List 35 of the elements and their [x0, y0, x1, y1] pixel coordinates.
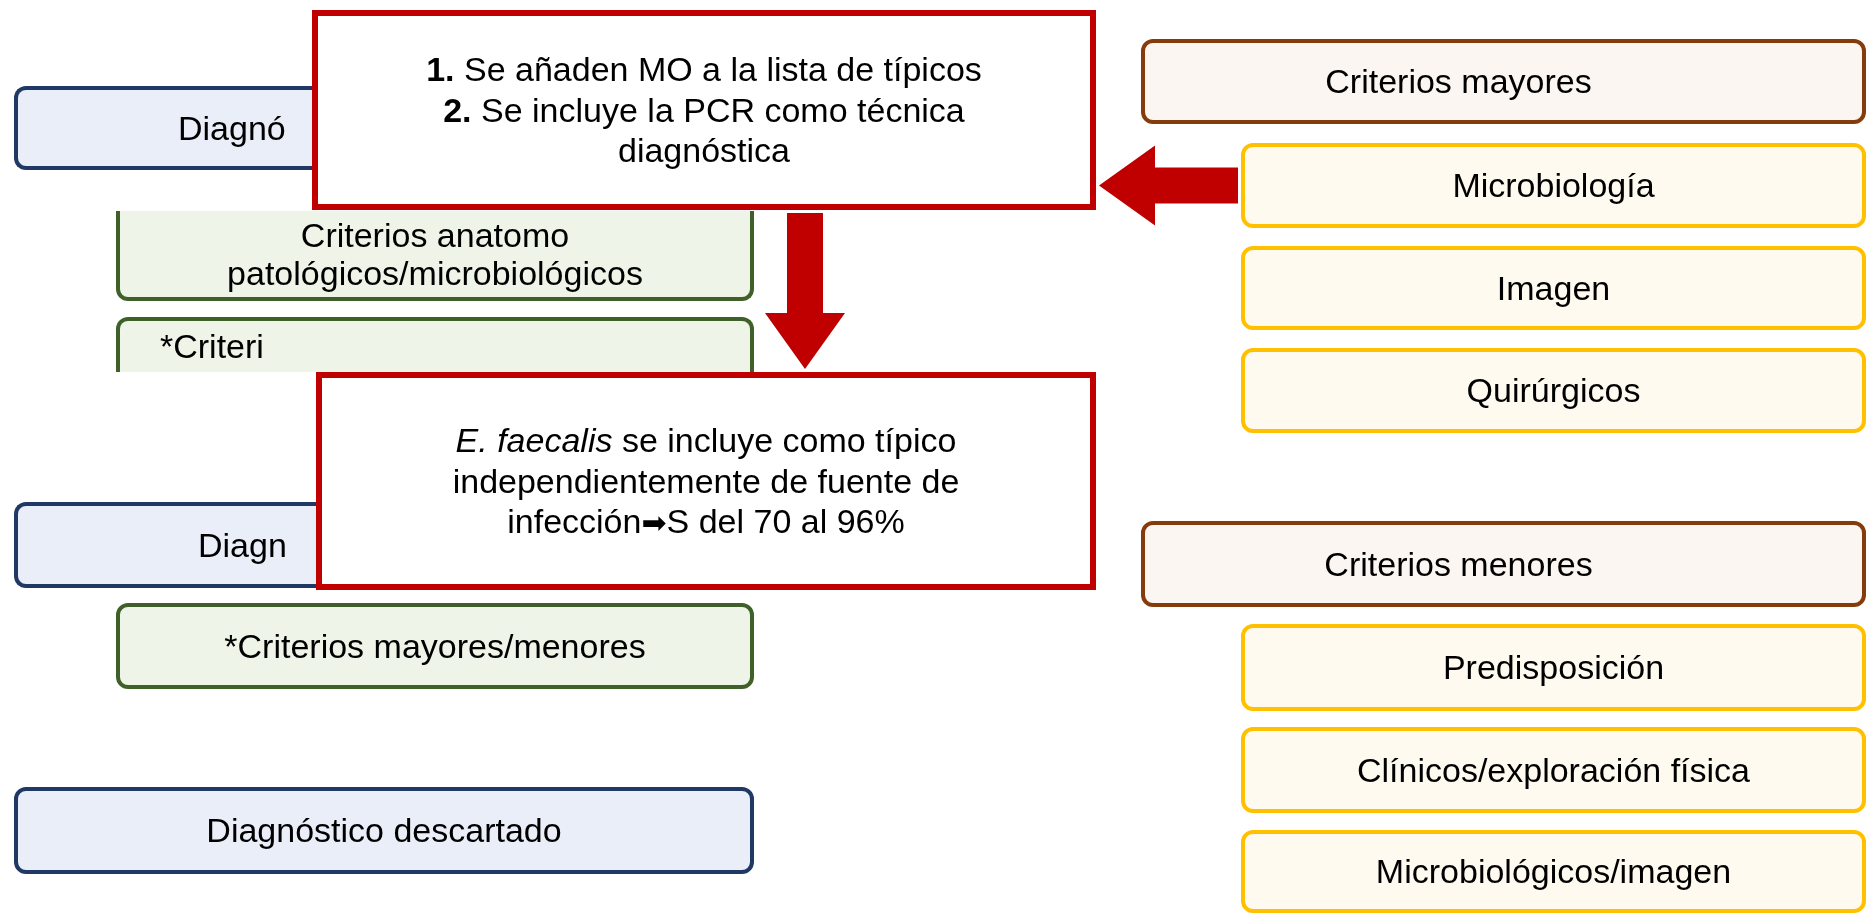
category-box [1141, 39, 1866, 124]
box-label: Predisposición [1442, 647, 1665, 688]
box-label: Diagnó [178, 107, 286, 149]
box-label: Microbiológicos/imagen [1375, 851, 1732, 892]
note-box [312, 10, 1096, 210]
criteria-box [116, 211, 754, 301]
box-label: *Criterios mayores/menores [224, 625, 646, 667]
box-label: Criterios mayores [1325, 61, 1592, 102]
criterion-box [1241, 727, 1866, 813]
criterion-box [1241, 348, 1866, 433]
box-label: Imagen [1496, 267, 1611, 309]
diagnosis-box [14, 86, 312, 170]
diagnosis-box [14, 502, 316, 588]
criteria-box [116, 603, 754, 689]
diagnosis-box [14, 787, 754, 874]
box-label: 1. Se añaden MO a la lista de típicos [426, 48, 982, 90]
box-label: Clínicos/exploración física [1356, 749, 1751, 791]
box-label: Diagn [198, 524, 287, 566]
box-label: Diagnóstico descartado [206, 810, 562, 851]
box-label: E. faecalis se incluye como típico independientemente de fuente de infección➡S del 70 al 96% [451, 419, 961, 543]
box-label: Microbiología [1452, 165, 1655, 206]
criteria-box [116, 317, 754, 372]
box-label: Criterios menores [1324, 543, 1593, 585]
box-label: 2. Se incluye la PCR como técnica diagnóstica [442, 89, 966, 172]
block-arrow [1099, 145, 1238, 226]
box-label: Quirúrgicos [1466, 370, 1641, 411]
criterion-box [1241, 143, 1866, 228]
category-box [1141, 521, 1866, 607]
box-label: *Criteri [160, 326, 264, 367]
box-label: Criterios anatomo patológicos/microbiológicos [226, 215, 644, 293]
block-arrow [765, 213, 845, 369]
criterion-box [1241, 624, 1866, 711]
criterion-box [1241, 830, 1866, 913]
note-box [316, 372, 1096, 590]
criterion-box [1241, 246, 1866, 330]
